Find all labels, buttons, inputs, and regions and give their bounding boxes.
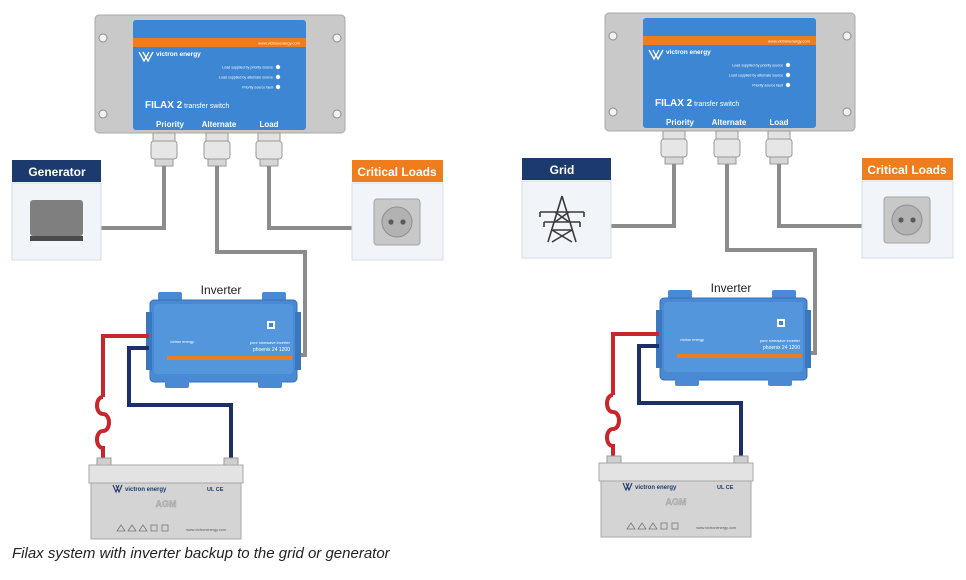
inverter-brand: victron energy	[680, 338, 704, 342]
filax-title-bold: FILAX 2	[655, 98, 693, 109]
system-drawing	[520, 11, 955, 539]
led-label-3: Priority source fault	[752, 84, 783, 88]
filax-url: www.victronenergy.com	[258, 41, 301, 46]
inverter-brand: victron energy	[170, 340, 194, 344]
filax-brand: victron energy	[666, 49, 711, 56]
source-label: Grid	[550, 163, 575, 177]
port-label-load: Load	[259, 120, 278, 129]
generator-system: Generator Critical Loads Inverter victro…	[10, 13, 445, 541]
filax-brand: victron energy	[156, 51, 201, 58]
led-label-3: Priority source fault	[242, 86, 273, 90]
battery-type: AGM	[666, 497, 687, 507]
critical-loads-label: Critical Loads	[357, 165, 437, 179]
critical-loads-label: Critical Loads	[867, 163, 947, 177]
led-label-2: Load supplied by alternate source	[729, 74, 783, 78]
grid-system: Grid Critical Loads Inverter victron ene…	[520, 11, 955, 539]
source-label: Generator	[28, 165, 86, 179]
inverter-line-2: phoenix 24 1200	[253, 347, 290, 353]
inverter-line-1: pure sinewave inverter	[760, 338, 801, 343]
port-label-alternate: Alternate	[202, 120, 237, 129]
battery-url: www.victronenergy.com	[696, 526, 736, 530]
battery-marks: UL CE	[717, 485, 734, 491]
inverter-line-2: phoenix 24 1200	[763, 345, 800, 351]
system-drawing	[10, 13, 445, 541]
filax-title: FILAX 2 transfer switch	[655, 98, 739, 109]
led-label-1: Load supplied by priority source	[732, 64, 783, 68]
battery-url: www.victronenergy.com	[186, 528, 226, 532]
port-label-alternate: Alternate	[712, 118, 747, 127]
port-label-load: Load	[769, 118, 788, 127]
port-label-priority: Priority	[666, 118, 695, 127]
inverter-label: Inverter	[201, 283, 242, 297]
generator-icon	[30, 200, 83, 241]
inverter-line-1: pure sinewave inverter	[250, 340, 291, 345]
figure-caption: Filax system with inverter backup to the…	[12, 545, 390, 562]
port-label-priority: Priority	[156, 120, 185, 129]
led-label-2: Load supplied by alternate source	[219, 76, 273, 80]
filax-title: FILAX 2 transfer switch	[145, 100, 229, 111]
filax-title-bold: FILAX 2	[145, 100, 183, 111]
battery-type: AGM	[156, 499, 177, 509]
inverter-label: Inverter	[711, 281, 752, 295]
filax-url: www.victronenergy.com	[768, 39, 811, 44]
led-label-1: Load supplied by priority source	[222, 66, 273, 70]
filax-title-rest: transfer switch	[692, 101, 739, 108]
battery-brand: victron energy	[125, 487, 167, 493]
battery-marks: UL CE	[207, 487, 224, 493]
battery-brand: victron energy	[635, 485, 677, 491]
filax-title-rest: transfer switch	[182, 103, 229, 110]
